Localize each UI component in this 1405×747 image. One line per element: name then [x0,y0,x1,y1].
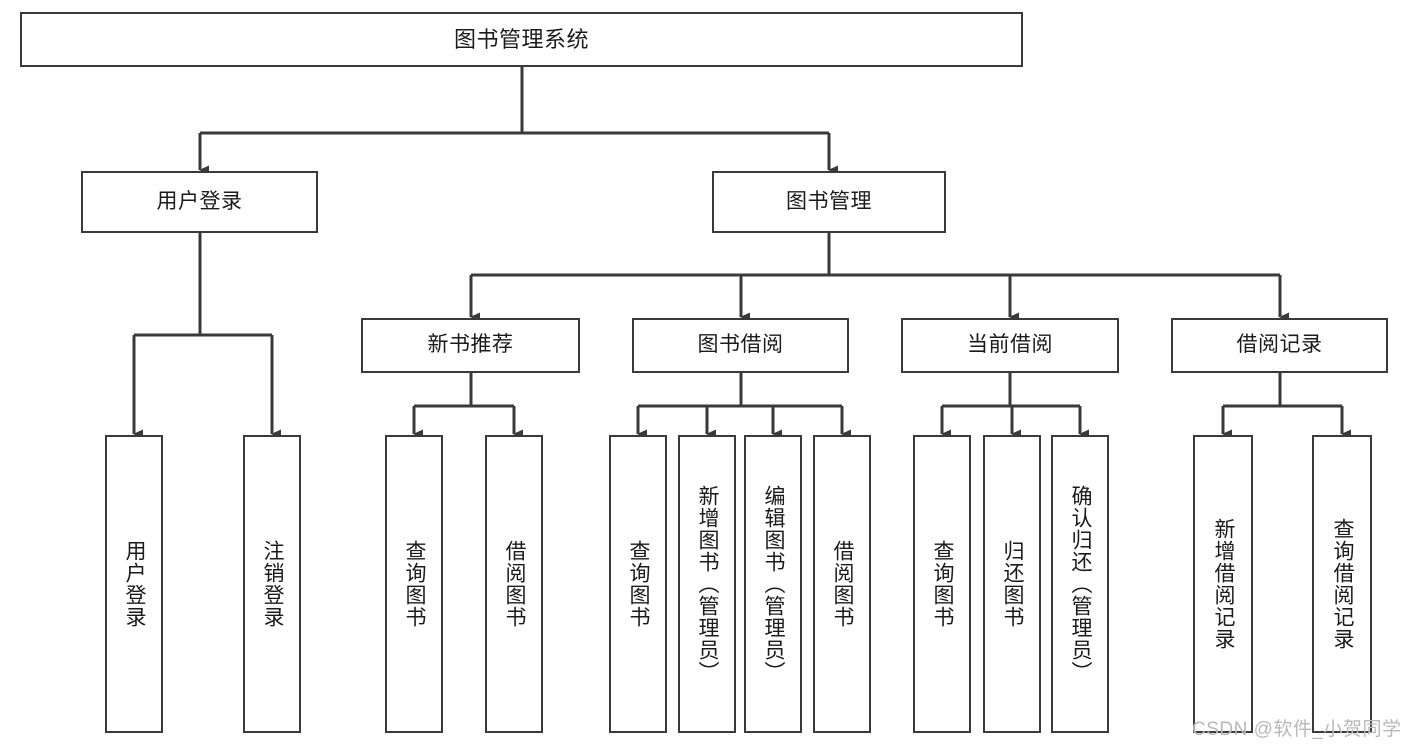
node-label-leaf_edit_book: 编辑图书（管理员） [762,485,786,683]
node-label-leaf_q_rec: 查询借阅记录 [1331,518,1355,650]
node-label-new_book_rec: 新书推荐 [427,333,514,357]
edge-paths [132,67,1351,439]
node-label-leaf_borrow_1: 借阅图书 [503,540,527,628]
node-label-leaf_return: 归还图书 [1001,540,1025,628]
node-label-leaf_logout: 注销登录 [261,540,285,628]
node-leaf_borrow_2: 借阅图书 [813,435,871,733]
node-leaf_logout: 注销登录 [243,435,301,733]
node-label-leaf_add_book: 新增图书（管理员） [696,485,720,683]
node-label-leaf_borrow_2: 借阅图书 [831,540,855,628]
node-user_login: 用户登录 [81,171,318,233]
node-leaf_borrow_1: 借阅图书 [485,435,543,733]
node-label-current_borrow: 当前借阅 [967,333,1053,357]
csdn-watermark: CSDN @软件_小贺同学 [1192,719,1402,740]
node-label-leaf_q_book_1: 查询图书 [403,540,427,628]
node-leaf_confirm: 确认归还（管理员） [1051,435,1109,733]
node-root: 图书管理系统 [20,12,1023,67]
node-label-leaf_add_rec: 新增借阅记录 [1212,518,1236,650]
node-label-leaf_q_book_3: 查询图书 [931,540,955,628]
node-label-book_mgmt: 图书管理 [786,189,872,213]
node-current_borrow: 当前借阅 [901,318,1119,373]
node-book_mgmt: 图书管理 [712,171,946,233]
node-label-leaf_q_book_2: 查询图书 [627,540,651,628]
node-label-user_login: 用户登录 [156,189,243,213]
node-leaf_add_book: 新增图书（管理员） [678,435,736,733]
node-borrow_record: 借阅记录 [1171,318,1388,373]
node-label-leaf_confirm: 确认归还（管理员） [1069,485,1093,683]
node-leaf_return: 归还图书 [983,435,1041,733]
node-leaf_user_login: 用户登录 [105,435,163,733]
node-leaf_q_book_3: 查询图书 [913,435,971,733]
node-label-book_borrow: 图书借阅 [697,333,784,357]
node-label-leaf_user_login: 用户登录 [123,540,147,628]
node-label-root: 图书管理系统 [453,26,589,52]
node-leaf_q_book_1: 查询图书 [385,435,443,733]
node-label-borrow_record: 借阅记录 [1236,333,1323,357]
node-book_borrow: 图书借阅 [632,318,849,373]
node-new_book_rec: 新书推荐 [361,318,580,373]
node-leaf_q_book_2: 查询图书 [609,435,667,733]
node-leaf_add_rec: 新增借阅记录 [1193,435,1253,733]
node-leaf_edit_book: 编辑图书（管理员） [744,435,802,733]
node-leaf_q_rec: 查询借阅记录 [1312,435,1372,733]
